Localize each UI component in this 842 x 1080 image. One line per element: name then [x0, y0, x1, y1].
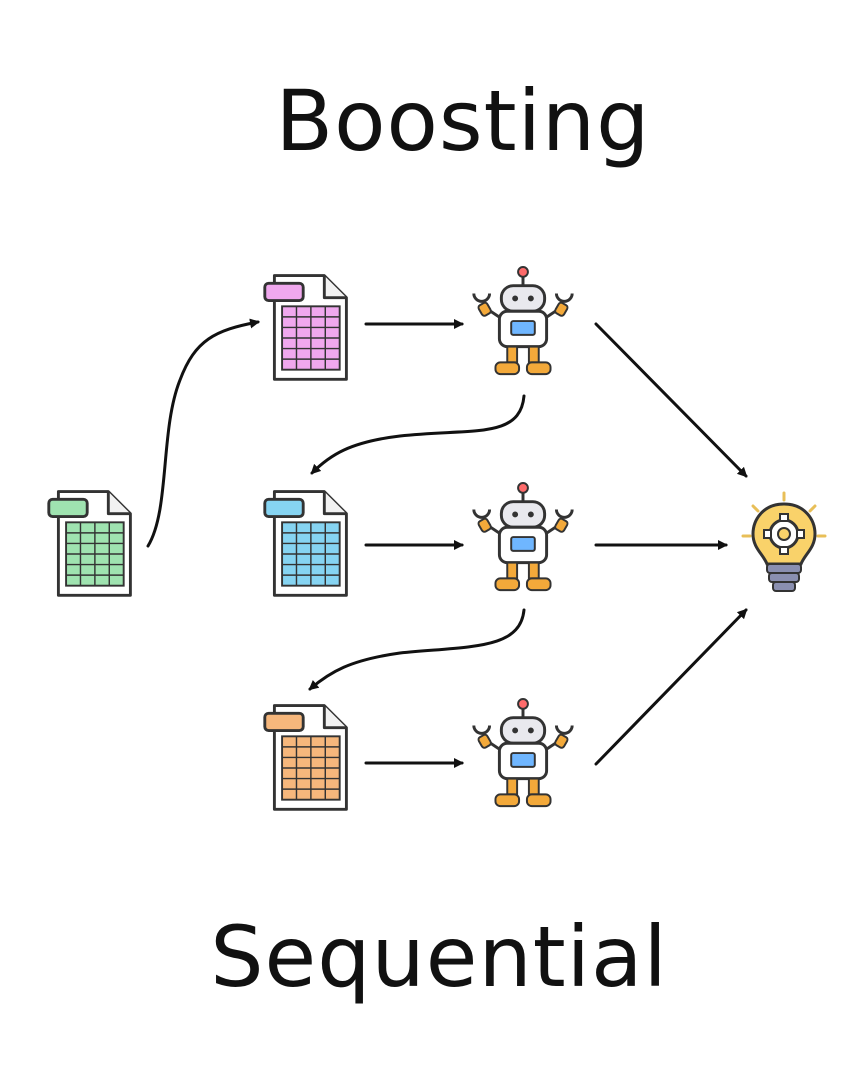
- dataset-icon-input: [47, 490, 132, 597]
- arrow-robot-3-to-bulb: [594, 608, 748, 766]
- diagram-subtitle: Sequential: [210, 908, 668, 1006]
- dataset-icon-1: [263, 274, 348, 381]
- diagram-title: Boosting: [275, 72, 651, 170]
- robot-icon-3: [472, 698, 574, 808]
- arrow-robot-2-to-dataset-3: [308, 608, 526, 691]
- dataset-icon-3: [263, 704, 348, 811]
- robot-icon-1: [472, 266, 574, 376]
- arrow-robot-1-to-bulb: [594, 322, 748, 478]
- robot-icon-2: [472, 482, 574, 592]
- lightbulb-gear-icon: [741, 491, 827, 593]
- arrow-input-to-dataset-1: [146, 318, 260, 548]
- arrow-robot-1-to-dataset-2: [310, 394, 526, 475]
- dataset-icon-2: [263, 490, 348, 597]
